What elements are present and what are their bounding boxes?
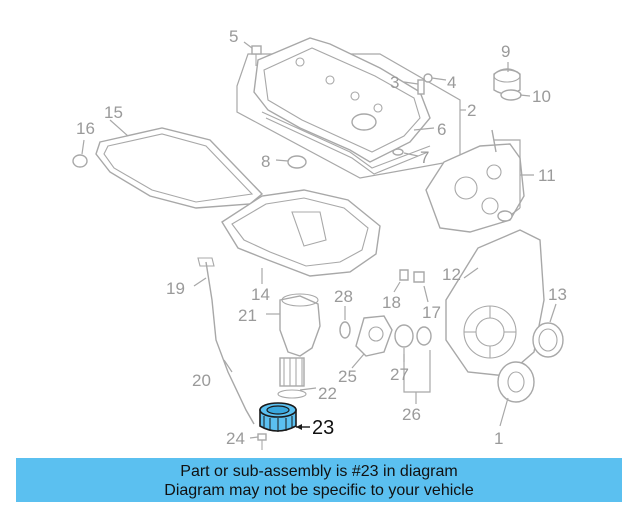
info-banner: Part or sub-assembly is #23 in diagram D… — [16, 458, 622, 502]
oil-filler-cap — [493, 68, 521, 95]
callout-26: 26 — [402, 405, 421, 424]
oil-pan-gasket — [95, 127, 264, 209]
timing-cover-lower — [445, 229, 545, 377]
plug-16 — [72, 154, 88, 168]
seal-27 — [394, 324, 414, 348]
callout-15: 15 — [104, 103, 123, 122]
callout-18: 18 — [382, 293, 401, 312]
callout-21: 21 — [238, 306, 257, 325]
oil-filter-element — [279, 357, 305, 387]
oil-pan-part — [221, 189, 381, 277]
callout-10: 10 — [532, 87, 551, 106]
callout-11: 11 — [538, 166, 556, 185]
callout-1: 1 — [494, 429, 503, 448]
callout-7: 7 — [420, 148, 429, 167]
oil-cooler-flange — [355, 315, 393, 357]
oil-filter-housing — [279, 293, 321, 357]
o-ring-22 — [277, 389, 307, 399]
seal-10 — [500, 89, 522, 101]
callout-27: 27 — [390, 365, 409, 384]
callout-20: 20 — [192, 371, 211, 390]
valve-cover-gasket — [261, 111, 431, 169]
callout-14: 14 — [251, 285, 270, 304]
callout-13: 13 — [548, 285, 567, 304]
seal-7 — [392, 148, 404, 156]
seal-8 — [287, 155, 307, 169]
bolt-5 — [251, 45, 262, 66]
valve-cover-part — [253, 37, 431, 163]
filter-cap-23-highlighted — [259, 402, 297, 432]
callout-17: 17 — [422, 303, 441, 322]
callout-3: 3 — [390, 73, 399, 92]
callout-28: 28 — [334, 287, 353, 306]
callout-6: 6 — [437, 120, 446, 139]
callout-19: 19 — [166, 279, 185, 298]
callout-8: 8 — [261, 152, 270, 171]
timing-cover-upper — [425, 143, 525, 233]
callout-22: 22 — [318, 384, 337, 403]
crank-seal-13 — [532, 322, 564, 358]
callout-12: 12 — [442, 265, 461, 284]
bolt-24 — [257, 433, 267, 450]
callout-25: 25 — [338, 367, 357, 386]
sensor-18 — [399, 269, 409, 281]
bolt-3 — [417, 79, 425, 95]
crank-pulley — [497, 361, 535, 403]
banner-line-2: Diagram may not be specific to your vehi… — [164, 482, 474, 499]
callout-16: 16 — [76, 119, 95, 138]
callout-4: 4 — [447, 73, 456, 92]
seal-11 — [497, 210, 513, 222]
o-ring-28 — [339, 321, 351, 339]
callout-2: 2 — [467, 101, 476, 120]
parts-diagram: 1 2 3 4 5 6 7 8 9 10 11 12 13 14 15 16 1… — [72, 27, 567, 450]
dipstick-tube — [205, 261, 255, 425]
callout-9: 9 — [501, 42, 510, 61]
banner-line-1: Part or sub-assembly is #23 in diagram — [180, 463, 458, 480]
nut-4 — [423, 73, 433, 83]
callout-24: 24 — [226, 429, 245, 448]
callout-5: 5 — [229, 27, 238, 46]
callout-23: 23 — [312, 417, 334, 439]
plug-17 — [416, 326, 432, 346]
